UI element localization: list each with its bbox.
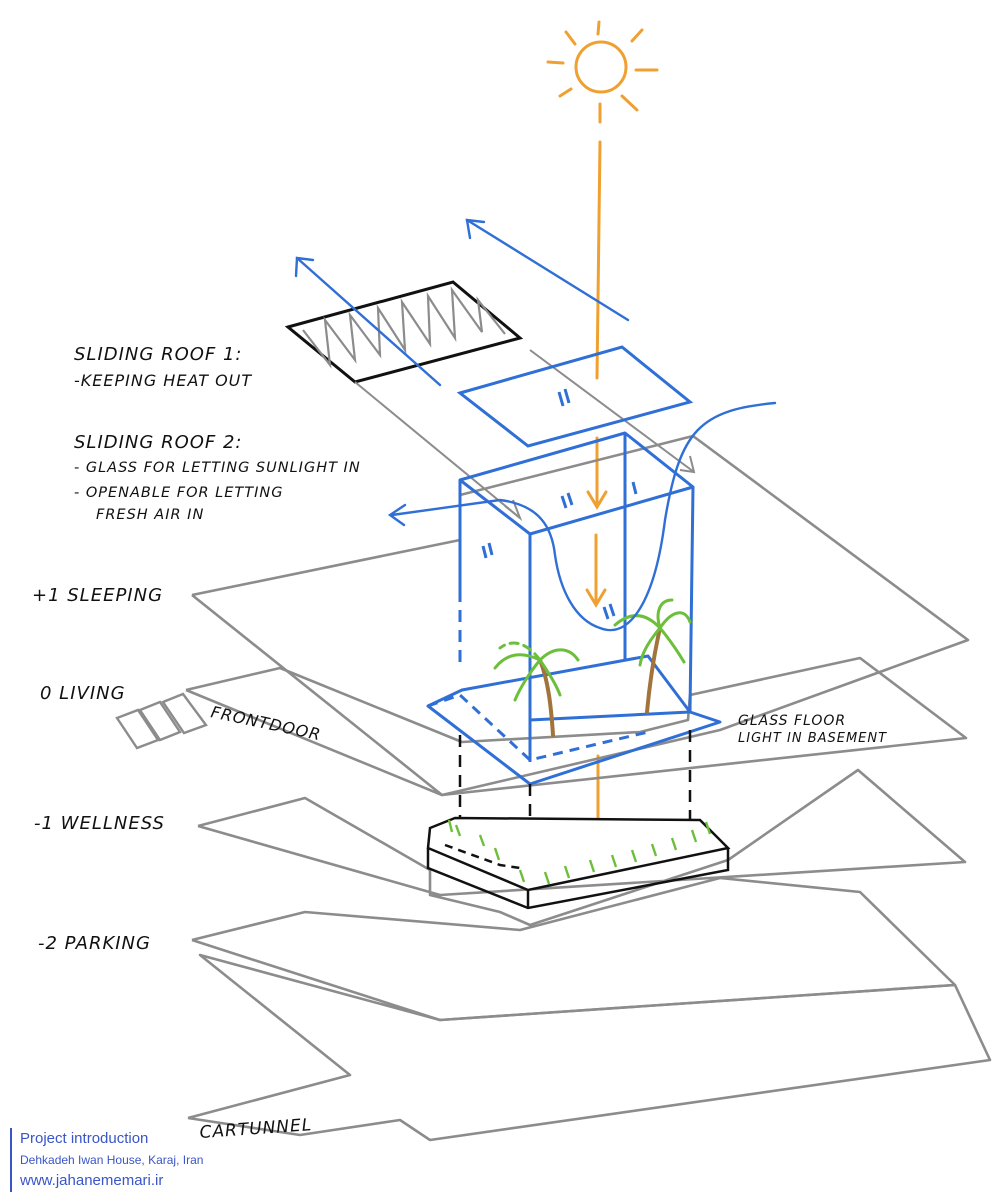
- palm-tree-icon: [493, 598, 692, 737]
- label-glass-floor-1: GLASS FLOOR: [738, 713, 846, 729]
- floor-plates: [185, 434, 992, 1142]
- frontdoor-steps: [115, 692, 208, 750]
- label-glass-floor-2: LIGHT IN BASEMENT: [738, 731, 887, 746]
- sliding-roof-2: [456, 345, 694, 448]
- label-roof2-title: SLIDING ROOF 2:: [74, 432, 243, 453]
- roof-guide-lines: [354, 349, 696, 522]
- floor-plate-wellness: [197, 768, 967, 927]
- label-cartunnel: CARTUNNEL: [199, 1115, 313, 1143]
- sun-icon: [546, 20, 659, 124]
- project-caption: Project introduction Dehkadeh Iwan House…: [10, 1128, 203, 1192]
- floor-plate-cartunnel: [187, 953, 992, 1142]
- caption-website[interactable]: www.jahanememari.ir: [20, 1172, 164, 1189]
- label-frontdoor: FRONTDOOR: [209, 702, 323, 744]
- basement-structure: [426, 730, 731, 910]
- label-level-living: 0 LIVING: [40, 683, 126, 704]
- label-level-sleeping: +1 SLEEPING: [32, 585, 163, 606]
- label-level-wellness: -1 WELLNESS: [34, 813, 165, 834]
- label-roof1-title: SLIDING ROOF 1:: [74, 344, 243, 365]
- sliding-roof-1: [284, 280, 524, 384]
- airflow-arrows: [294, 218, 777, 632]
- label-roof2-line1: - GLASS FOR LETTING SUNLIGHT IN: [74, 460, 361, 476]
- label-roof2-line3: FRESH AIR IN: [96, 507, 204, 523]
- grass-icon: [447, 819, 712, 885]
- label-roof1-line: -KEEPING HEAT OUT: [74, 371, 252, 390]
- label-level-parking: -2 PARKING: [38, 933, 151, 954]
- label-roof2-line2: - OPENABLE FOR LETTING: [74, 485, 283, 501]
- diagram-labels: SLIDING ROOF 1: -KEEPING HEAT OUT SLIDIN…: [32, 344, 887, 1143]
- caption-subtitle: Dehkadeh Iwan House, Karaj, Iran: [20, 1153, 204, 1167]
- caption-title: Project introduction: [20, 1130, 149, 1147]
